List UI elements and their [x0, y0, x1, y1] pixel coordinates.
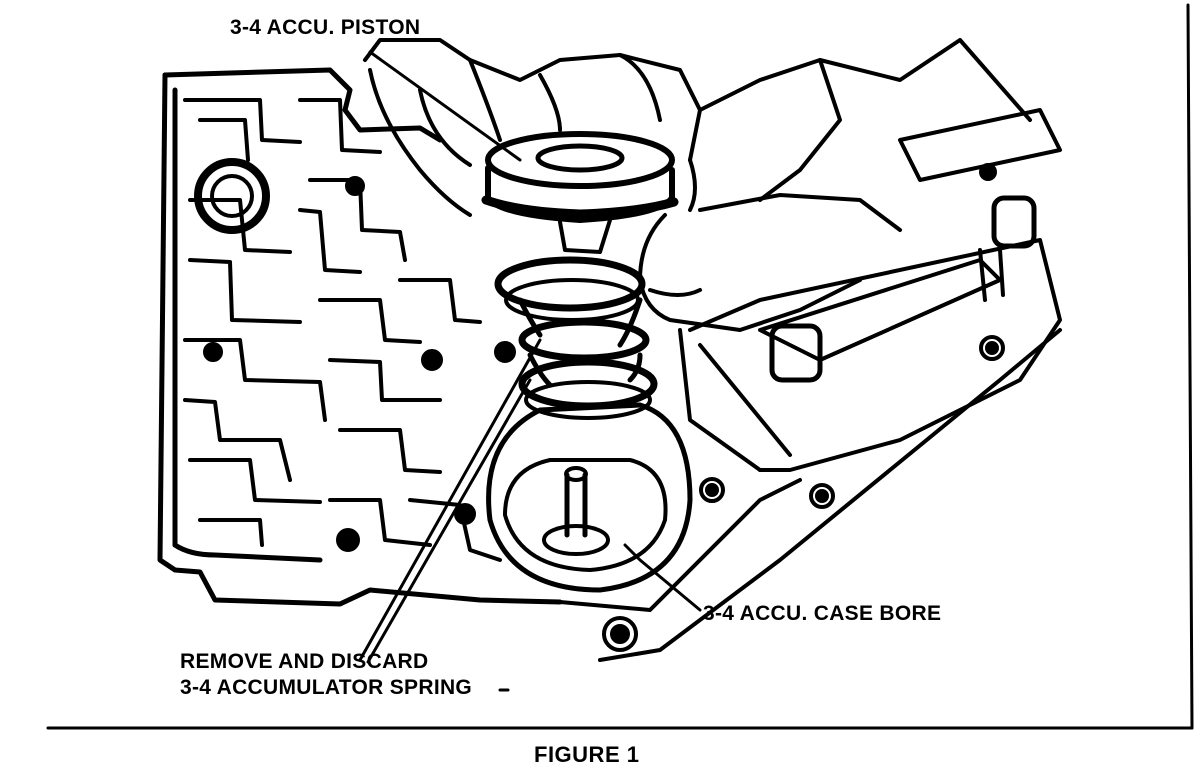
leader-spring-2: [366, 378, 532, 664]
bolt-holes: [203, 163, 1005, 652]
leader-bore: [623, 543, 702, 612]
case-plate: [558, 238, 1062, 662]
hands: [363, 38, 1032, 332]
label-spring-line2: 3-4 ACCUMULATOR SPRING: [180, 676, 473, 699]
label-accumulator-piston: 3-4 ACCU. PISTON: [230, 16, 421, 39]
accumulator-piston: [481, 131, 679, 254]
accumulator-spring: [494, 256, 658, 420]
case-bore: [486, 402, 693, 593]
label-spring-line1: REMOVE AND DISCARD: [180, 650, 429, 673]
leader-lines: [358, 50, 702, 692]
valve-body-port: [194, 158, 270, 234]
figure-caption: FIGURE 1: [534, 742, 640, 767]
label-case-bore: 3-4 ACCU. CASE BORE: [703, 602, 942, 625]
leader-piston: [368, 50, 522, 162]
valve-body: [157, 67, 563, 607]
tool-bracket: [758, 108, 1062, 383]
right-frame-border: [1186, 3, 1194, 730]
leader-spring-1: [358, 338, 542, 662]
